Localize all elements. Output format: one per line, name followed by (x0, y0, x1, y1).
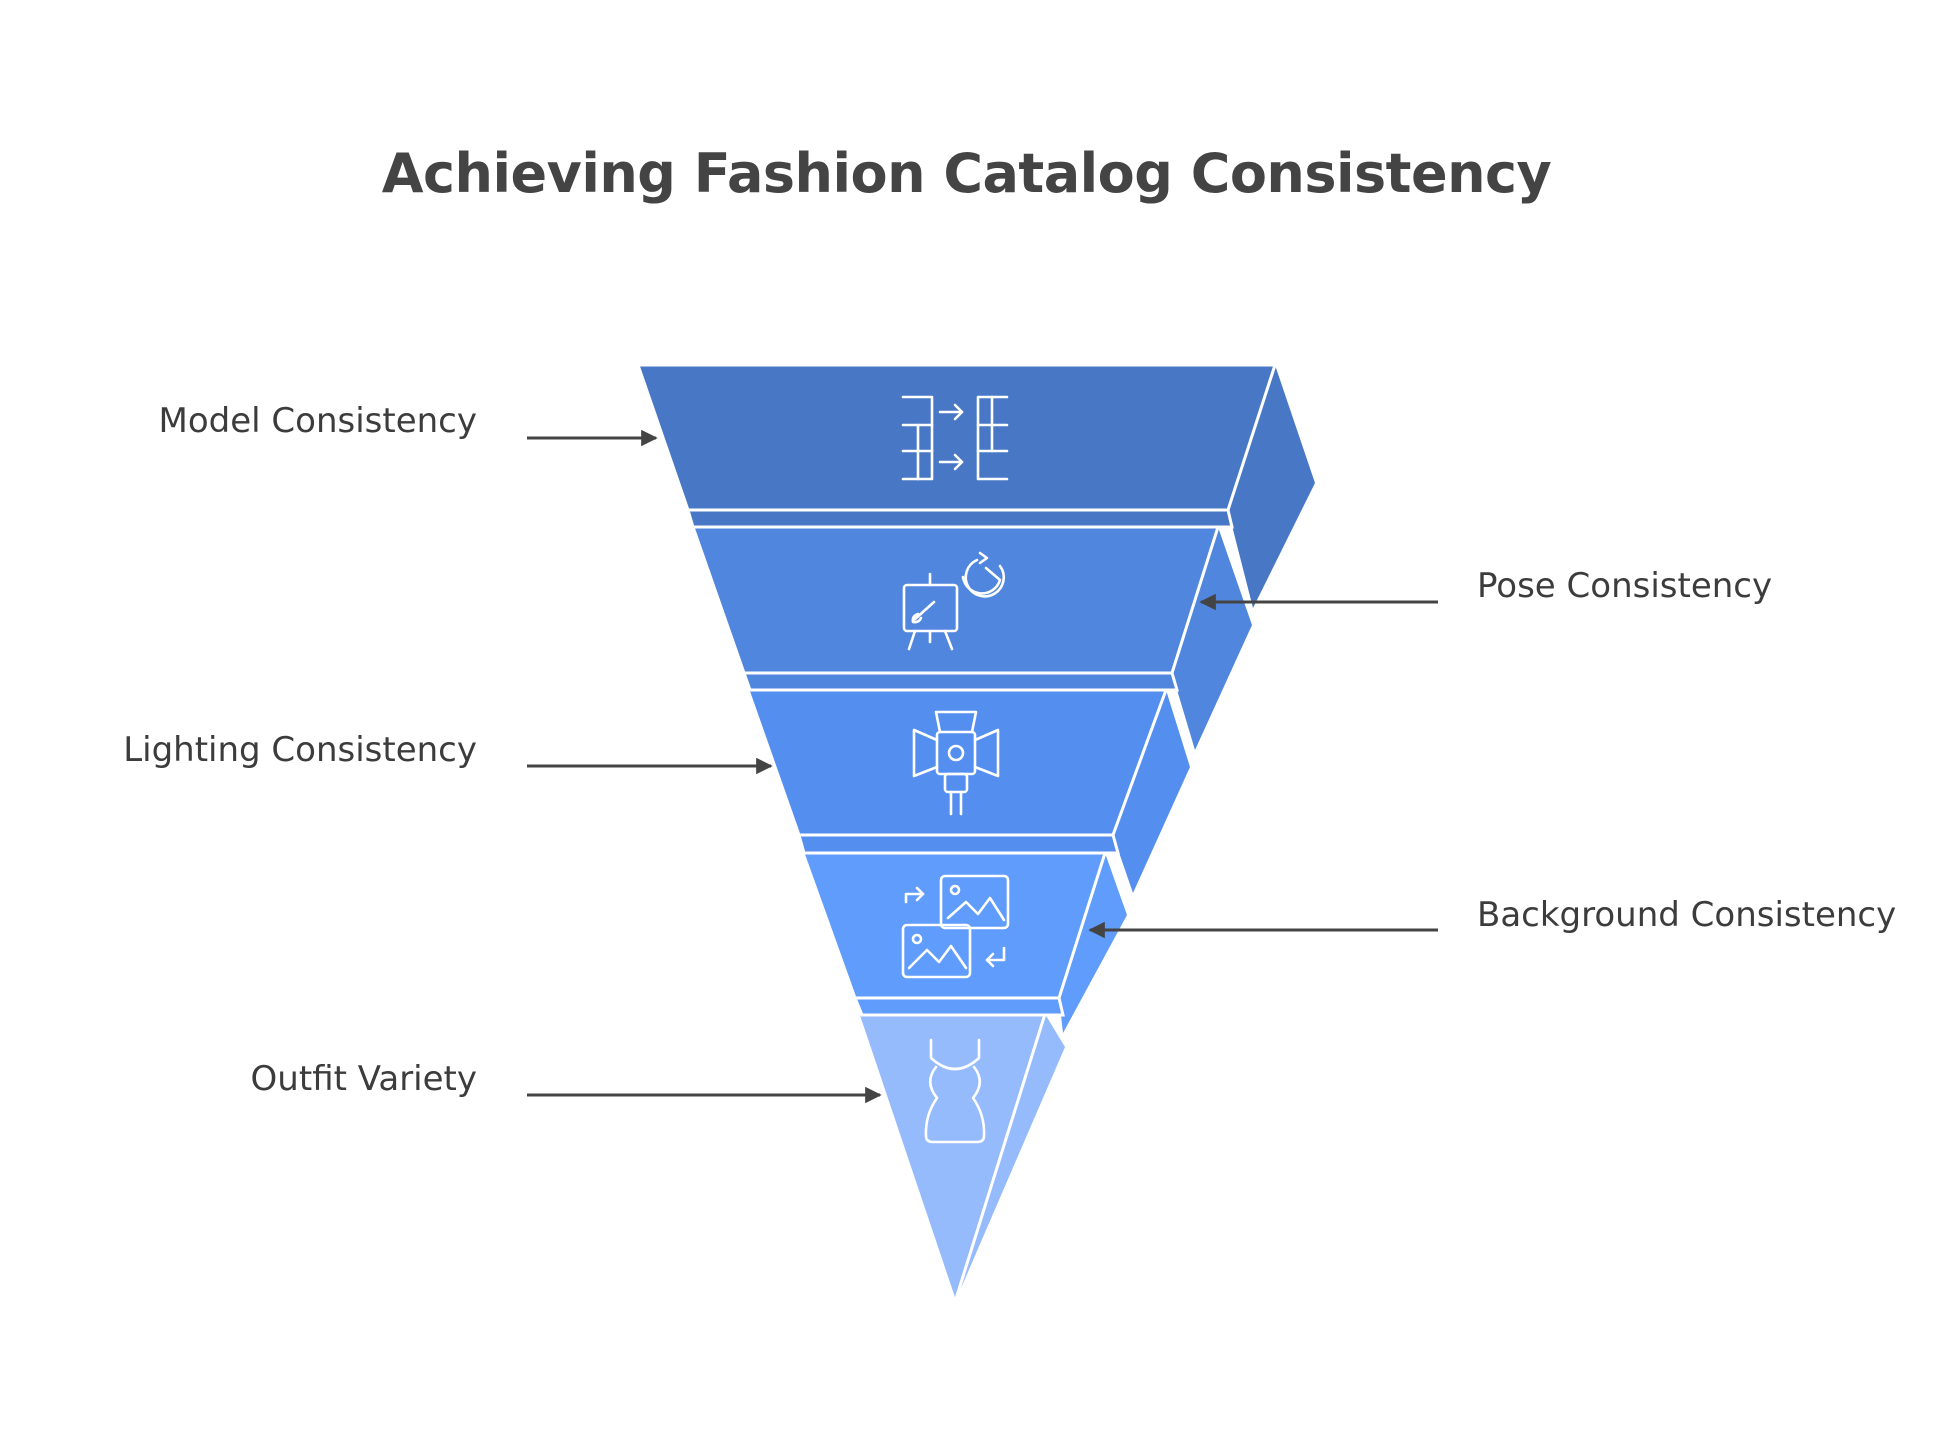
layer-background-consistency-shelf (852, 996, 1065, 1017)
layer-pose-consistency (691, 525, 1252, 750)
layer-outfit-variety-side (955, 1014, 1065, 1302)
easel-chart-icon (902, 551, 1006, 651)
dress-icon (924, 1038, 986, 1144)
label-lighting-consistency: Lighting Consistency (123, 730, 773, 775)
label-pose-consistency: Pose Consistency (1199, 566, 1772, 611)
layer-lighting-consistency-side (1113, 690, 1190, 893)
transfer-table-icon (901, 395, 1009, 481)
layer-lighting-consistency-shelf (797, 833, 1120, 855)
layer-model-consistency-face (636, 363, 1277, 512)
label-background-consistency-text: Background Consistency (1477, 895, 1896, 935)
layer-model-consistency (636, 363, 1315, 608)
studio-light-icon (912, 710, 1000, 816)
layer-pose-consistency-face (691, 525, 1220, 675)
diagram-title: Achieving Fashion Catalog Consistency (381, 142, 1552, 205)
layer-outfit-variety (856, 1012, 1065, 1304)
label-pose-consistency-text: Pose Consistency (1477, 566, 1772, 606)
swap-images-icon (901, 874, 1010, 979)
label-outfit-variety-text: Outfit Variety (251, 1059, 477, 1099)
layer-model-consistency-shelf (685, 508, 1234, 529)
label-lighting-consistency-text: Lighting Consistency (123, 730, 477, 770)
label-background-consistency: Background Consistency (1088, 895, 1896, 939)
layer-pose-consistency-side (1172, 527, 1252, 750)
layer-lighting-consistency (746, 688, 1190, 893)
label-outfit-variety: Outfit Variety (251, 1059, 882, 1104)
layer-background-consistency (801, 851, 1127, 1033)
layer-model-consistency-side (1228, 365, 1315, 608)
layer-pose-consistency-shelf (741, 671, 1180, 692)
layer-background-consistency-side (1059, 853, 1127, 1033)
label-model-consistency-text: Model Consistency (159, 401, 477, 441)
label-model-consistency: Model Consistency (159, 401, 658, 447)
